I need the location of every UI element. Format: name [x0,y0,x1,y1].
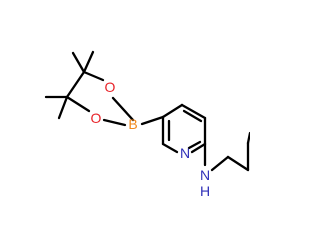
atom-oxygen-upper: O [105,79,116,95]
bond-butyl-c1-c2 [226,155,250,172]
bond-methyl-1 [71,51,86,74]
atom-boron: B [128,116,137,132]
bond-methyl-2 [82,50,95,74]
bond-o-upper-c [82,70,105,82]
bond-n1-c6 [161,142,179,154]
molecule-canvas: B O O N N H [44,50,250,199]
atom-nitrogen-ring: N [180,145,190,161]
bond-c-c-pinacol [65,70,86,99]
bond-o-lower-b [102,118,127,127]
bond-c4-c3 [180,103,207,120]
bond-layer [44,50,250,172]
structure-drawing: B O O N N H [44,50,250,199]
bond-c4-c3-inner [182,109,203,123]
bond-methyl-4 [57,95,69,120]
bond-b-o-upper [111,96,135,122]
atom-label-layer: B O O N N H [91,79,211,199]
bond-c2-n1 [190,142,207,154]
atom-nitrogen-amine: N [200,167,210,183]
bond-butyl-c3-c4 [246,131,250,145]
bond-c-o-lower [65,95,91,113]
bond-c5-c4 [161,103,184,119]
bond-b-c5 [140,115,165,126]
atom-oxygen-lower: O [91,110,102,126]
bond-nh-c1 [210,155,230,172]
bond-c2-n1-inner [187,140,202,150]
atom-amine-hydrogen: H [200,183,210,199]
